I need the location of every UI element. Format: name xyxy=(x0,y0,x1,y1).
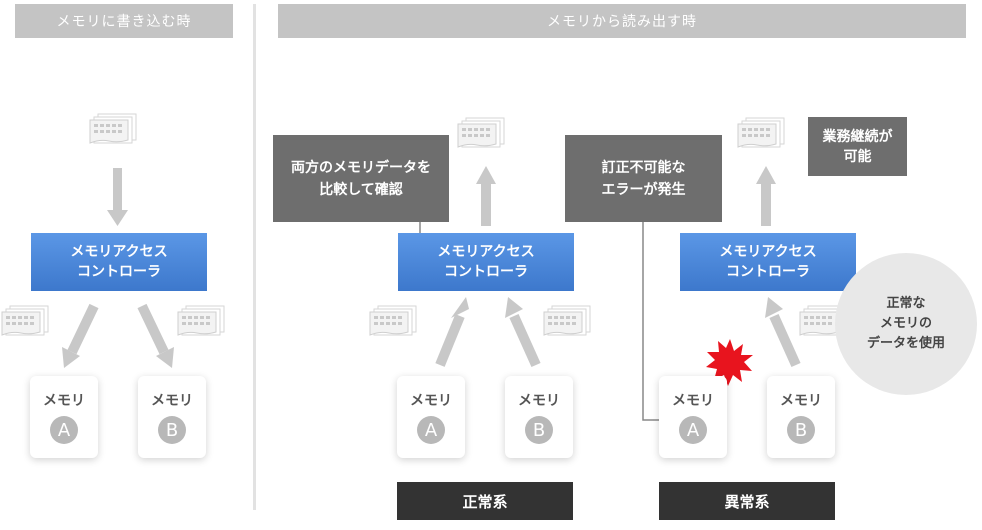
write-arrows xyxy=(107,168,128,226)
continue-note: 業務継続が 可能 xyxy=(808,117,907,176)
continue-note-line: 業務継続が xyxy=(822,128,893,145)
read-header: メモリから読み出す時 xyxy=(278,4,966,38)
memory-label: メモリ xyxy=(410,393,452,409)
write-controller: メモリアクセス コントローラ xyxy=(31,233,207,291)
memory-label: メモリ xyxy=(43,393,85,409)
error-note: 訂正不可能な エラーが発生 xyxy=(565,135,722,222)
data-icon xyxy=(543,305,591,336)
memory-label: メモリ xyxy=(672,393,714,409)
normal-footer: 正常系 xyxy=(397,482,573,520)
section-divider xyxy=(253,4,256,510)
data-icon xyxy=(89,113,137,144)
memory-a-write: メモリ A xyxy=(30,376,98,458)
circle-line: メモリの xyxy=(879,316,932,331)
memory-label: メモリ xyxy=(518,393,560,409)
data-icon xyxy=(177,305,225,336)
memory-b-abnormal: メモリ B xyxy=(767,376,835,458)
compare-note-line: 両方のメモリデータを xyxy=(291,159,431,176)
controller-label: コントローラ xyxy=(444,264,528,280)
controller-label: メモリアクセス xyxy=(719,244,817,260)
memory-badge-b: B xyxy=(158,416,186,444)
memory-b-write: メモリ B xyxy=(138,376,206,458)
read-header-text: メモリから読み出す時 xyxy=(547,14,697,30)
memory-a-abnormal: メモリ A xyxy=(659,376,727,458)
memory-badge-b: B xyxy=(525,416,553,444)
abnormal-footer-text: 異常系 xyxy=(724,492,770,511)
continue-note-line: 可能 xyxy=(843,148,872,165)
error-note-line: エラーが発生 xyxy=(601,181,686,198)
controller-label: コントローラ xyxy=(77,264,161,280)
normal-read-arrows xyxy=(435,184,541,368)
write-header: メモリに書き込む時 xyxy=(15,4,233,38)
abnormal-controller: メモリアクセス コントローラ xyxy=(680,233,856,291)
normal-controller: メモリアクセス コントローラ xyxy=(398,233,574,291)
data-icon xyxy=(737,117,785,148)
controller-label: コントローラ xyxy=(726,264,810,280)
circle-line: 正常な xyxy=(886,296,926,311)
abnormal-read-arrows xyxy=(761,184,801,368)
memory-b-normal: メモリ B xyxy=(505,376,573,458)
memory-badge-a: A xyxy=(50,416,78,444)
memory-badge-a: A xyxy=(679,416,707,444)
data-icon xyxy=(1,305,49,336)
write-split-arrows xyxy=(67,303,169,355)
circle-line: データを使用 xyxy=(866,336,945,351)
error-note-line: 訂正不可能な xyxy=(601,159,686,176)
data-icon xyxy=(457,117,505,148)
compare-note: 両方のメモリデータを 比較して確認 xyxy=(273,135,449,222)
memory-label: メモリ xyxy=(151,393,193,409)
compare-note-line: 比較して確認 xyxy=(319,181,403,198)
error-burst-icon xyxy=(706,339,753,386)
normal-footer-text: 正常系 xyxy=(462,492,508,511)
write-header-text: メモリに書き込む時 xyxy=(56,14,192,30)
data-icon xyxy=(369,305,417,336)
healthy-memory-circle: 正常な メモリの データを使用 xyxy=(835,253,977,395)
memory-badge-b: B xyxy=(787,416,815,444)
memory-label: メモリ xyxy=(780,393,822,409)
controller-label: メモリアクセス xyxy=(437,244,535,260)
abnormal-footer: 異常系 xyxy=(659,482,835,520)
memory-a-normal: メモリ A xyxy=(397,376,465,458)
memory-badge-a: A xyxy=(417,416,445,444)
controller-label: メモリアクセス xyxy=(70,244,168,260)
